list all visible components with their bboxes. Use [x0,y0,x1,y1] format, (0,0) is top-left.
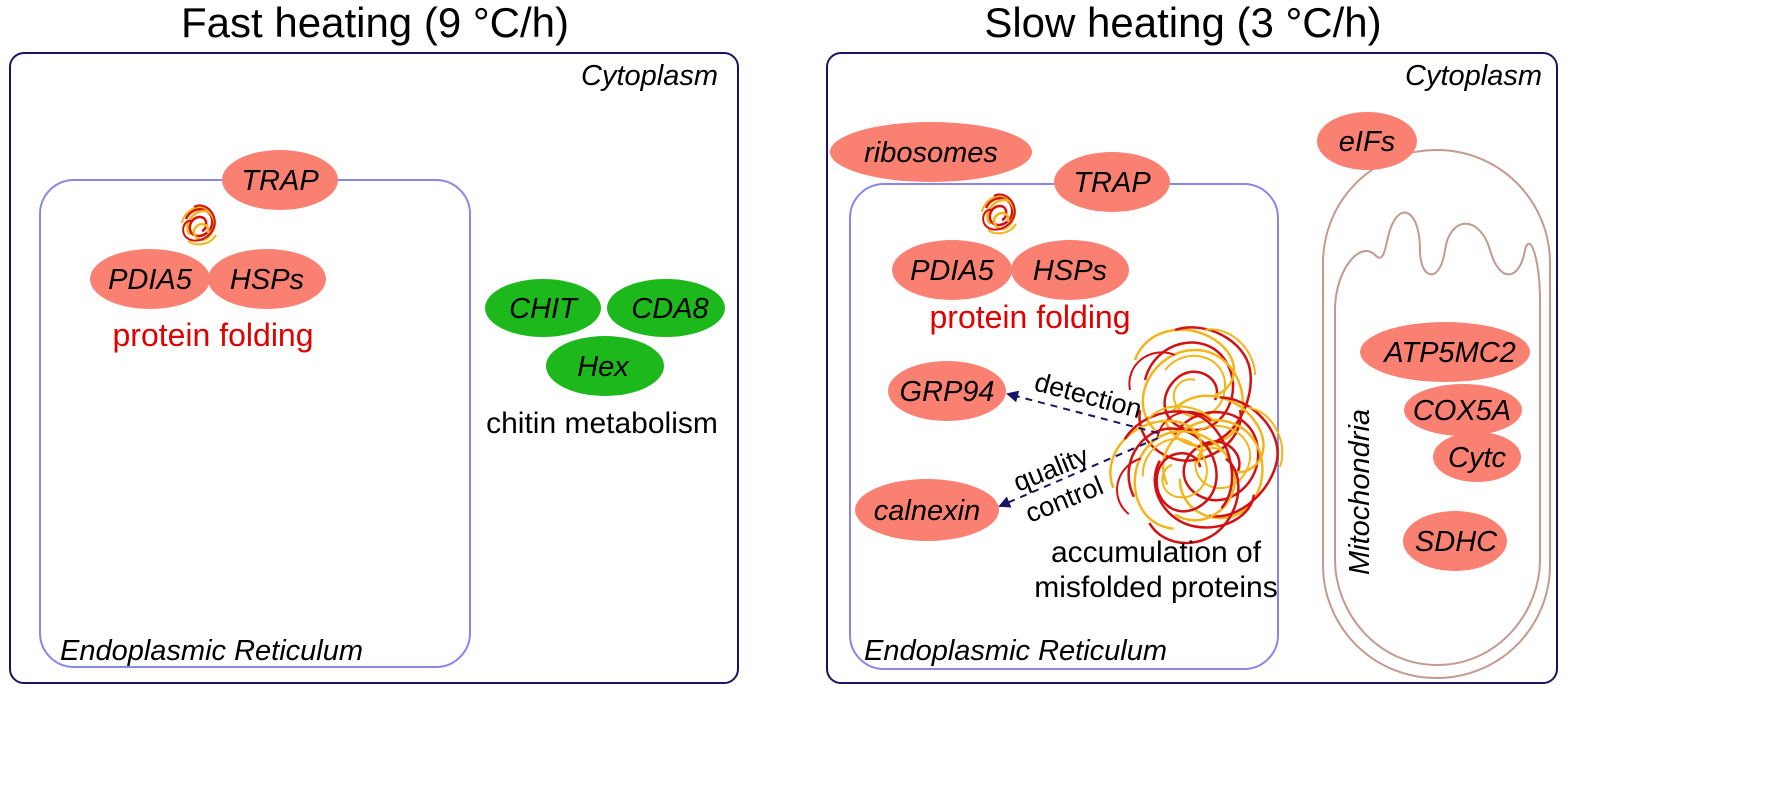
calnexin-label: calnexin [874,495,980,527]
cda8-enzyme: CDA8 [607,279,725,337]
fast-unfolded-protein-icon [180,204,218,246]
grp94-label: GRP94 [899,376,994,408]
fast-trap-label: TRAP [241,165,319,197]
atp5mc2-protein: ATP5MC2 [1360,322,1530,382]
slow-pdia5-protein: PDIA5 [892,240,1012,300]
slow-protein-folding-label: protein folding [929,299,1130,335]
fast-panel-title: Fast heating (9 °C/h) [181,0,569,46]
eifs-label: eIFs [1339,126,1395,158]
slow-hsps-label: HSPs [1033,255,1107,287]
ribosomes-complex: ribosomes [830,122,1032,182]
fast-pdia5-label: PDIA5 [108,264,193,296]
ribosomes-label: ribosomes [864,137,998,169]
mitochondria-label: Mitochondria [1344,409,1376,575]
atp5mc2-label: ATP5MC2 [1382,337,1516,369]
slow-hsps-protein: HSPs [1011,240,1129,300]
chitin-metabolism-label: chitin metabolism [486,407,718,440]
fast-protein-folding-label: protein folding [112,317,313,353]
fast-hsps-label: HSPs [230,264,304,296]
eifs-protein: eIFs [1317,112,1417,170]
slow-trap-protein: TRAP [1054,152,1170,212]
hex-enzyme: Hex [546,336,664,396]
mitochondrion: Mitochondria [1322,149,1551,679]
chit-label: CHIT [509,293,579,325]
cox5a-label: COX5A [1413,395,1511,427]
fast-pdia5-protein: PDIA5 [90,249,210,309]
misfolded-line2-label: misfolded proteins [1034,571,1277,604]
slow-heating-panel: Slow heating (3 °C/h) Cytoplasm Endoplas… [826,0,1558,684]
cytc-protein: Cytc [1433,432,1521,482]
misfolded-aggregate-icon [1086,326,1298,570]
sdhc-label: SDHC [1415,526,1498,558]
quality-control-arrow [998,437,1159,508]
fast-er-label: Endoplasmic Reticulum [60,635,363,667]
fast-cytoplasm-label: Cytoplasm [581,60,718,92]
slow-cytoplasm-boundary [826,52,1558,684]
cox5a-protein: COX5A [1404,384,1522,436]
slow-panel-title: Slow heating (3 °C/h) [984,0,1381,46]
cda8-label: CDA8 [631,293,708,325]
fast-heating-panel: Fast heating (9 °C/h) Cytoplasm Endoplas… [9,0,739,684]
fast-cytoplasm-boundary [9,52,739,684]
fast-hsps-protein: HSPs [208,249,326,309]
fast-trap-protein: TRAP [222,150,338,210]
slow-unfolded-protein-icon [980,193,1018,235]
grp94-protein: GRP94 [888,361,1006,421]
calnexin-protein: calnexin [855,479,999,541]
mitochondrion-inner-membrane [1334,211,1541,667]
sdhc-protein: SDHC [1403,511,1507,571]
chit-enzyme: CHIT [485,279,601,337]
slow-cytoplasm-label: Cytoplasm [1405,60,1542,92]
slow-pdia5-label: PDIA5 [910,255,995,287]
misfolded-line1-label: accumulation of [1051,536,1262,569]
slow-trap-label: TRAP [1073,167,1151,199]
hex-label: Hex [577,351,630,383]
slow-er-label: Endoplasmic Reticulum [864,635,1167,667]
mitochondrion-outer-membrane [1322,149,1551,679]
cytc-label: Cytc [1448,442,1507,474]
